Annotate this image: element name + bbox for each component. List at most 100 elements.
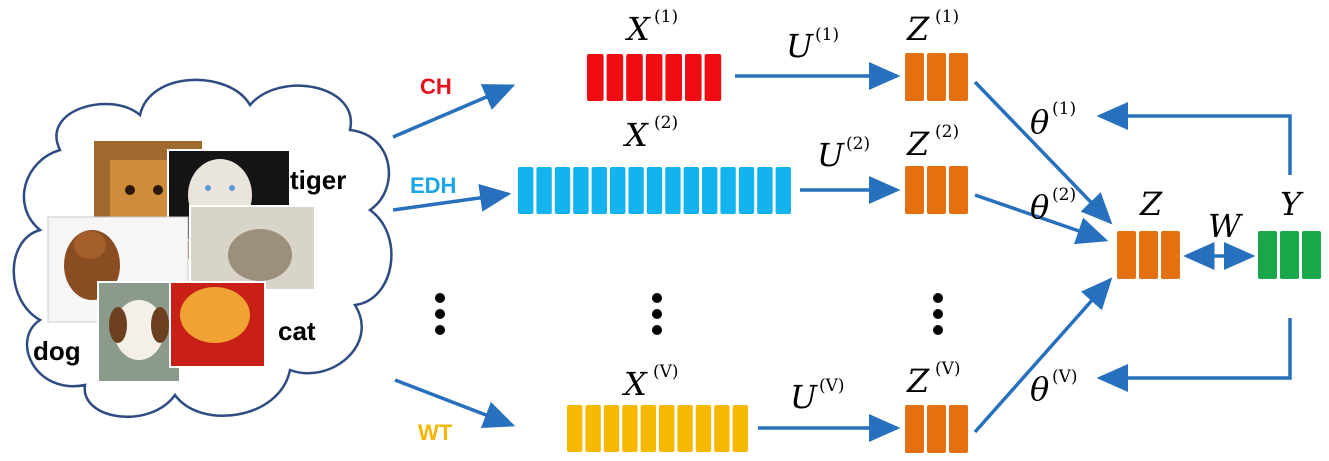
y-label: Y	[1280, 185, 1304, 223]
zv-label: Z	[906, 362, 930, 400]
xv-feature-bar	[567, 405, 748, 452]
x-bar-cell	[610, 167, 626, 214]
photo-cat-2	[169, 281, 266, 368]
x-bar-cell	[702, 167, 718, 214]
z-block-cell	[905, 405, 924, 453]
x-bar-cell	[646, 167, 663, 214]
x-bar-cell	[587, 54, 604, 101]
x-bar-cell	[567, 405, 583, 452]
photo-cat-1	[189, 205, 316, 291]
x-bar-cell	[640, 405, 656, 452]
ellipsis-dots-x	[652, 293, 662, 335]
arrow-cloud-to-xv	[394, 378, 516, 429]
x-bar-cell	[665, 54, 682, 101]
z-block-cell	[949, 405, 968, 453]
zv-block	[905, 405, 968, 453]
y-cell	[1280, 231, 1299, 279]
x1-sup: (1)	[654, 7, 678, 27]
x-bar-cell	[585, 405, 601, 452]
z2-label: Z	[906, 125, 930, 163]
x-bar-cell	[757, 167, 773, 214]
uv-label: U	[790, 378, 818, 416]
shared-z-label: Z	[1139, 185, 1163, 223]
x-bar-cell	[606, 54, 624, 101]
z1-sup: (1)	[935, 7, 959, 27]
x-bar-cell	[665, 167, 681, 214]
z1-block	[905, 53, 968, 101]
x-bar-cell	[704, 54, 722, 101]
arrow-zv-to-z	[973, 277, 1113, 434]
z2-block	[905, 166, 968, 214]
x-bar-cell	[645, 54, 663, 101]
thetav-sup: (V)	[1052, 367, 1078, 387]
x-bar-cell	[677, 405, 693, 452]
x2-feature-bar	[518, 167, 791, 214]
x-bar-cell	[536, 167, 552, 214]
x-bar-cell	[622, 405, 638, 452]
y-cell	[1302, 231, 1321, 279]
z-block-cell	[949, 166, 968, 214]
x-bar-cell	[518, 167, 534, 214]
feature-label-wt: WT	[418, 420, 453, 445]
x2-label: X	[622, 116, 649, 154]
z1-label: Z	[906, 10, 930, 48]
u1-label: U	[786, 27, 814, 65]
shared-z-cell	[1117, 231, 1136, 279]
zv-sup: (V)	[935, 359, 961, 379]
x1-label: X	[624, 10, 651, 48]
u2-sup: (2)	[846, 134, 870, 154]
u2-label: U	[817, 136, 845, 174]
theta2-label: θ	[1030, 188, 1049, 226]
thetav-label: θ	[1030, 370, 1049, 408]
x1-feature-bar	[587, 54, 722, 101]
feature-label-ch: CH	[420, 74, 452, 99]
y-cell	[1258, 231, 1277, 279]
z-block-cell	[927, 405, 946, 453]
x-bar-cell	[775, 167, 791, 214]
cloud-label-dog: dog	[33, 336, 81, 366]
feature-label-edh: EDH	[410, 173, 456, 198]
shared-z-cell	[1139, 231, 1158, 279]
z-block-cell	[949, 53, 968, 101]
x-bar-cell	[628, 167, 644, 214]
x-bar-cell	[626, 54, 643, 101]
z-block-cell	[927, 53, 946, 101]
x-bar-cell	[720, 167, 736, 214]
x-bar-cell	[683, 167, 699, 214]
z-block-cell	[927, 166, 946, 214]
theta1-label: θ	[1030, 103, 1049, 141]
ellipsis-dots-z	[933, 293, 943, 335]
u1-sup: (1)	[815, 25, 839, 45]
arrow-cloud-to-x1	[392, 84, 516, 139]
uv-sup: (V)	[819, 376, 845, 396]
x-bar-cell	[603, 405, 620, 452]
arrow-y-to-thetav	[1096, 318, 1292, 392]
x-bar-cell	[659, 405, 675, 452]
shared-z-block	[1117, 231, 1180, 279]
x2-sup: (2)	[654, 113, 678, 133]
w-label: W	[1208, 207, 1244, 245]
arrow-cloud-to-x2	[392, 183, 512, 212]
x-bar-cell	[738, 167, 755, 214]
x-bar-cell	[685, 54, 702, 101]
z-block-cell	[905, 166, 924, 214]
arrow-z1-to-z	[973, 80, 1113, 225]
y-block	[1258, 231, 1321, 279]
x-bar-cell	[732, 405, 748, 452]
photo-dog-2	[97, 281, 181, 383]
x-bar-cell	[591, 167, 607, 214]
theta1-sup: (1)	[1052, 99, 1076, 119]
x-bar-cell	[695, 405, 712, 452]
cloud-label-cat: cat	[278, 316, 316, 346]
shared-z-cell	[1161, 231, 1180, 279]
arrow-z2-to-z	[974, 193, 1109, 245]
cloud-label-tiger: tiger	[290, 165, 346, 195]
x-bar-cell	[573, 167, 589, 214]
x-bar-cell	[554, 167, 571, 214]
z2-sup: (2)	[935, 122, 959, 142]
arrow-y-to-theta1	[1096, 102, 1292, 175]
xv-sup: (V)	[653, 362, 679, 382]
xv-label: X	[621, 365, 648, 403]
theta2-sup: (2)	[1052, 185, 1076, 205]
